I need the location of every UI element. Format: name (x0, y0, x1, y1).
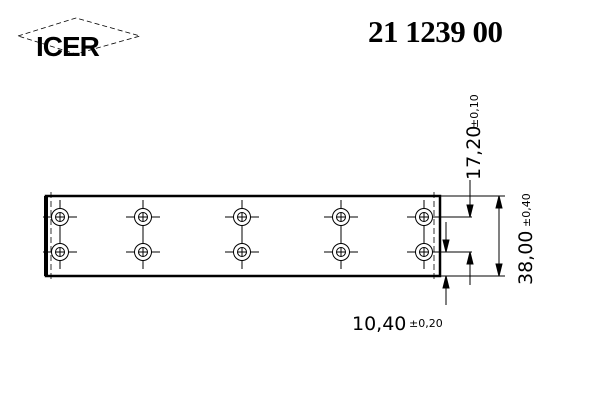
dim-bottom-offset-tolerance: ±0,20 (409, 317, 443, 330)
part-number: 21 1239 00 (368, 14, 503, 49)
dim-height-value: 38,00 (515, 231, 537, 285)
logo-text: ICER (36, 31, 100, 62)
dimension-lines (440, 180, 505, 305)
brake-lining-outline (44, 192, 442, 280)
dim-bottom-offset-value: 10,40 (352, 313, 406, 335)
dim-height-tolerance: ±0,40 (520, 193, 533, 227)
dim-top-offset-value: 17,20 (463, 126, 485, 180)
dim-top-offset-tolerance: ±0,10 (468, 94, 481, 128)
dim-top-offset: 17,20 ±0,10 (463, 94, 485, 180)
icer-logo: ICER (14, 16, 144, 61)
dim-height: 38,00 ±0,40 (515, 193, 537, 285)
rivet-holes (43, 200, 441, 269)
logo-diamond-outline (16, 17, 142, 55)
